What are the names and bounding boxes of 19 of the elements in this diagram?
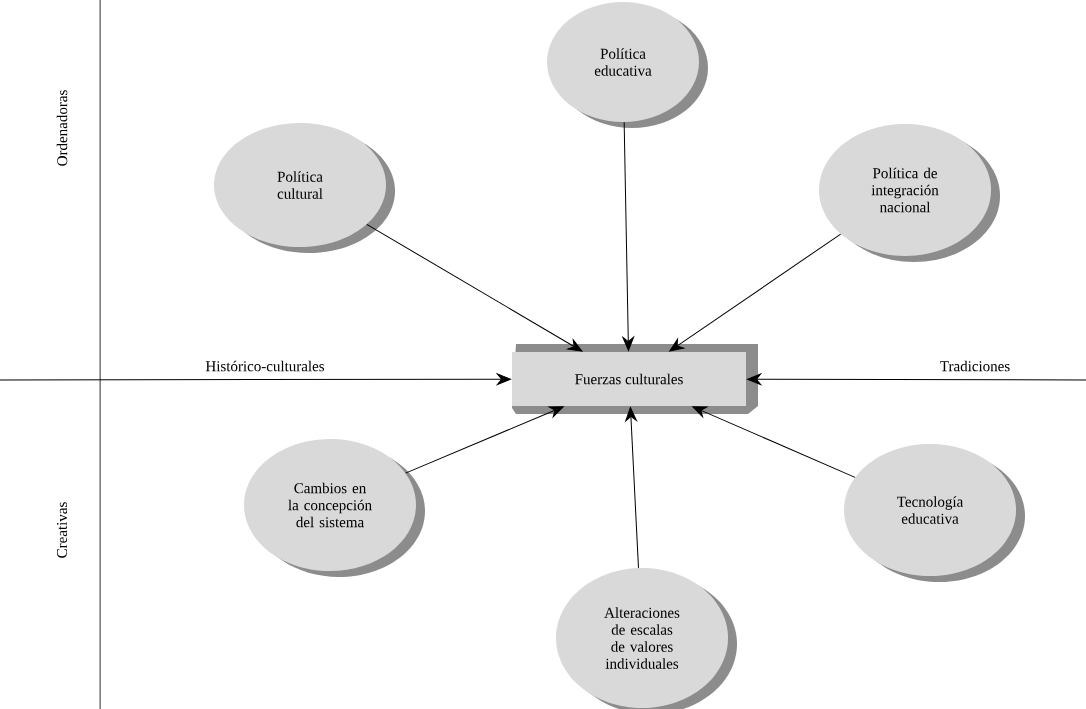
arrow [669, 233, 842, 352]
arrow [0, 373, 511, 386]
ellipse-node: Política cultural [214, 123, 395, 253]
edge-label: Tradiciones [938, 359, 1012, 373]
arrow [747, 373, 1086, 386]
arrow [692, 406, 856, 478]
ellipse-node: Política educativa [547, 2, 708, 128]
arrow [625, 407, 639, 569]
arrow [622, 121, 635, 351]
box-node: Fuerzas culturales [512, 344, 758, 414]
arrow [366, 223, 583, 352]
ellipse-node: Cambios en la concepción del sistema [244, 439, 425, 577]
edge-label: Histórico-culturales [204, 359, 326, 373]
ellipse-node: Tecnología educativa [844, 444, 1025, 582]
ellipse-node: Alteraciones de escalas de valores individuales [556, 568, 737, 709]
axis-label: Creativas [56, 502, 68, 558]
ellipse-node: Política de integración nacional [819, 124, 1000, 262]
arrow [405, 406, 564, 474]
axis-label: Ordenadoras [56, 90, 68, 166]
